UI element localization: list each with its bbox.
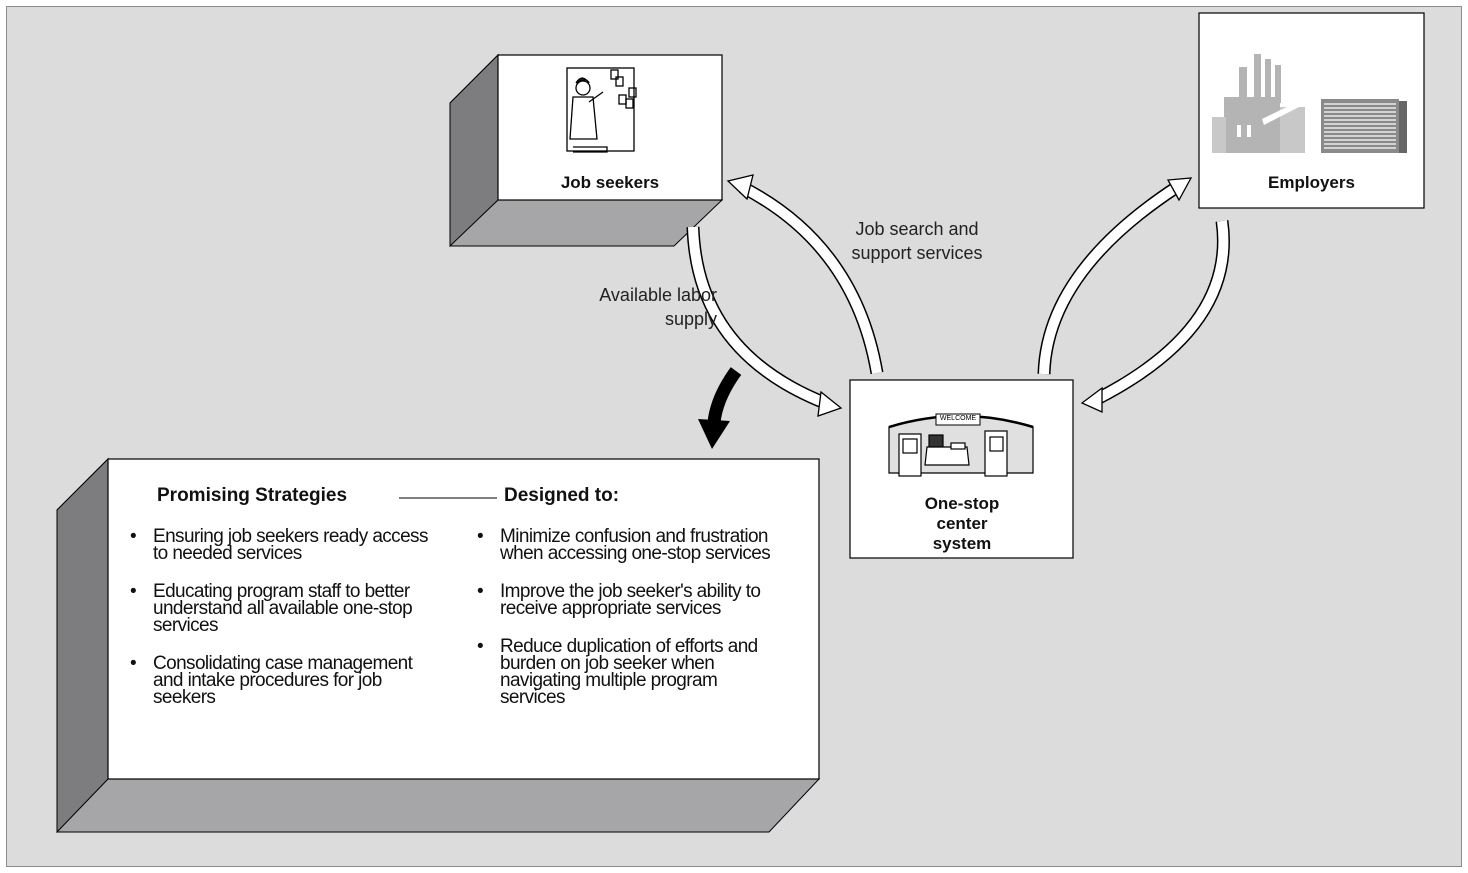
job-seekers-shadow — [449, 53, 724, 248]
support-services-arrow — [726, 174, 884, 375]
labor-supply-label: Available labor supply — [599, 285, 717, 329]
office-building-icon — [1321, 99, 1407, 153]
one-stop-label: One-stop center system — [924, 494, 1000, 553]
goal-item: Minimize confusion and frustration when … — [475, 527, 785, 563]
strategy-item: Consolidating case management and intake… — [128, 654, 428, 707]
goal-item: Reduce duplication of efforts and burden… — [475, 637, 785, 707]
employer-to-onestop-arrow — [1037, 177, 1193, 375]
onestop-to-employer-arrow — [1080, 220, 1230, 414]
employers-label: Employers — [1268, 173, 1355, 192]
strategies-heading: Promising Strategies — [157, 485, 348, 506]
welcome-sign: WELCOME — [939, 415, 977, 422]
one-stop-office-icon — [888, 413, 1034, 477]
support-services-label: Job search and support services — [851, 219, 983, 263]
job-seekers-label: Job seekers — [560, 173, 660, 192]
to-strategies-arrow — [698, 367, 742, 449]
labor-supply-arrow — [686, 226, 843, 417]
strategies-list: Ensuring job seekers ready access to nee… — [128, 527, 428, 727]
strategy-item: Ensuring job seekers ready access to nee… — [128, 527, 428, 563]
diagram-graphics — [56, 12, 1425, 834]
factory-icon — [1212, 54, 1305, 153]
goals-list: Minimize confusion and frustration when … — [475, 527, 785, 727]
job-seeker-at-board-icon — [566, 67, 637, 153]
strategy-item: Educating program staff to better unders… — [128, 582, 428, 635]
diagram-canvas: Job seekers Employers One-stop center sy… — [6, 6, 1462, 867]
goal-item: Improve the job seeker's ability to rece… — [475, 582, 785, 618]
goals-heading: Designed to: — [504, 485, 620, 506]
